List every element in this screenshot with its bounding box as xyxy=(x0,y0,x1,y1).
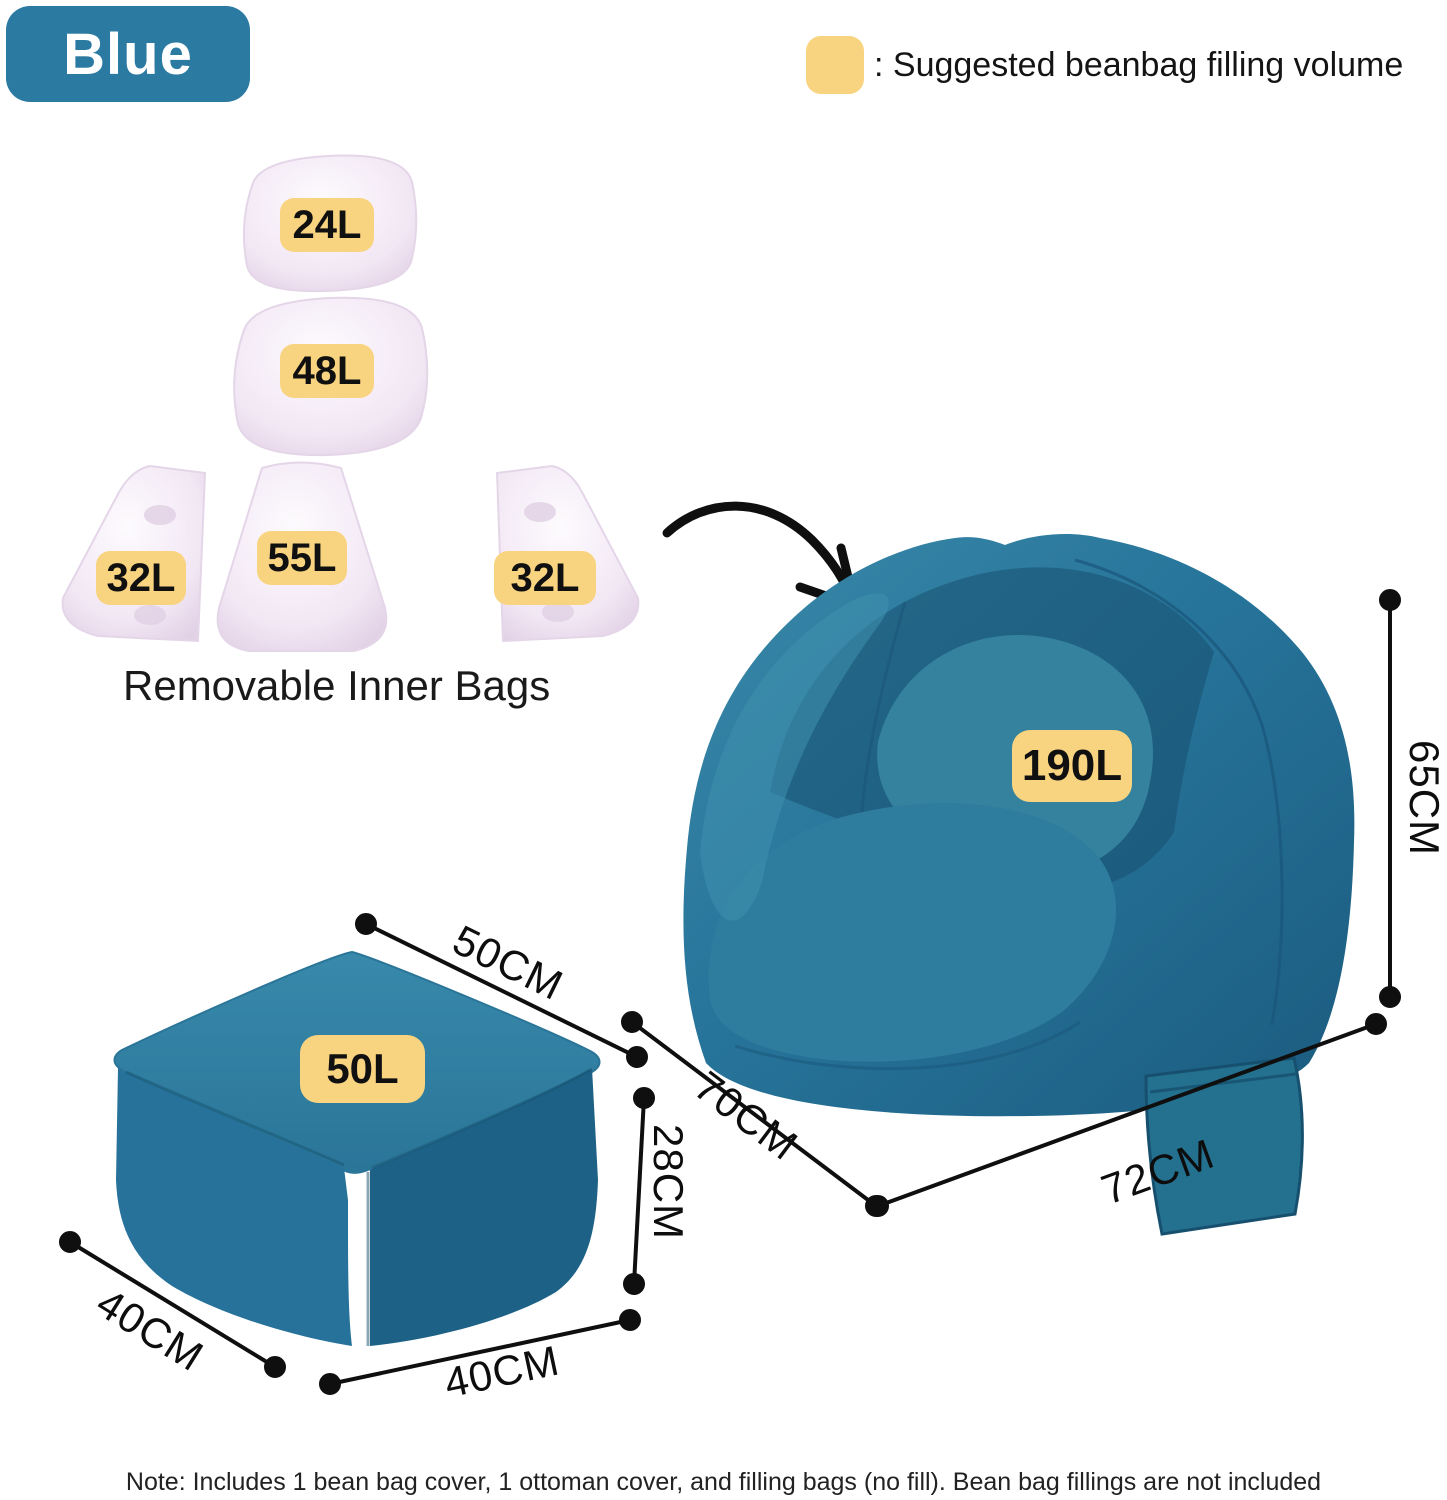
legend-text: : Suggested beanbag filling volume xyxy=(874,45,1404,84)
chair-right-arm-seam xyxy=(1074,558,1284,1026)
bag-dimple xyxy=(144,505,176,525)
chair-pocket-fold xyxy=(1149,1072,1297,1094)
chair-left-back-seam xyxy=(860,601,907,813)
dim-line-70cm xyxy=(621,1011,887,1217)
legend-swatch-icon xyxy=(806,36,864,94)
dim-line-50cm xyxy=(355,913,648,1068)
ottoman-front-face xyxy=(370,1068,598,1346)
dim-line-65cm xyxy=(1379,589,1401,1008)
color-badge: Blue xyxy=(6,6,250,102)
volume-label-32l-right: 32L xyxy=(494,551,596,605)
ottoman-rim-seam xyxy=(125,1068,591,1170)
dimension-lines xyxy=(59,589,1401,1395)
volume-label-55l: 55L xyxy=(257,531,347,585)
dim-line-28cm xyxy=(623,1087,655,1295)
volume-label-50l-ottoman: 50L xyxy=(300,1035,425,1103)
chair-illustration xyxy=(683,534,1355,1236)
ottoman-illustration xyxy=(113,950,601,1346)
chair-side-pocket xyxy=(1144,1056,1304,1236)
filling-volume-legend: : Suggested beanbag filling volume xyxy=(806,26,1446,104)
volume-label-24l: 24L xyxy=(280,198,374,252)
volume-label-190l-chair: 190L xyxy=(1012,730,1132,802)
dimension-label-ottoman-height: 28CM xyxy=(645,1123,692,1241)
dimension-label-chair-height: 65CM xyxy=(1401,739,1447,857)
dim-line-40cm-front xyxy=(319,1309,641,1395)
bag-dimple xyxy=(524,502,556,522)
footer-note: Note: Includes 1 bean bag cover, 1 ottom… xyxy=(125,1468,1322,1496)
bag-dimple xyxy=(134,605,166,625)
inner-bags-caption: Removable Inner Bags xyxy=(123,662,551,709)
volume-label-32l-left: 32L xyxy=(96,551,186,605)
volume-label-48l: 48L xyxy=(280,344,374,398)
ottoman-left-face xyxy=(116,1068,352,1346)
chair-left-arm-highlight xyxy=(700,593,889,921)
chair-seat-seam xyxy=(734,1020,1081,1071)
chair-seat-cushion xyxy=(708,803,1116,1062)
bag-dimple xyxy=(542,602,574,622)
dim-line-40cm-side xyxy=(59,1231,286,1378)
